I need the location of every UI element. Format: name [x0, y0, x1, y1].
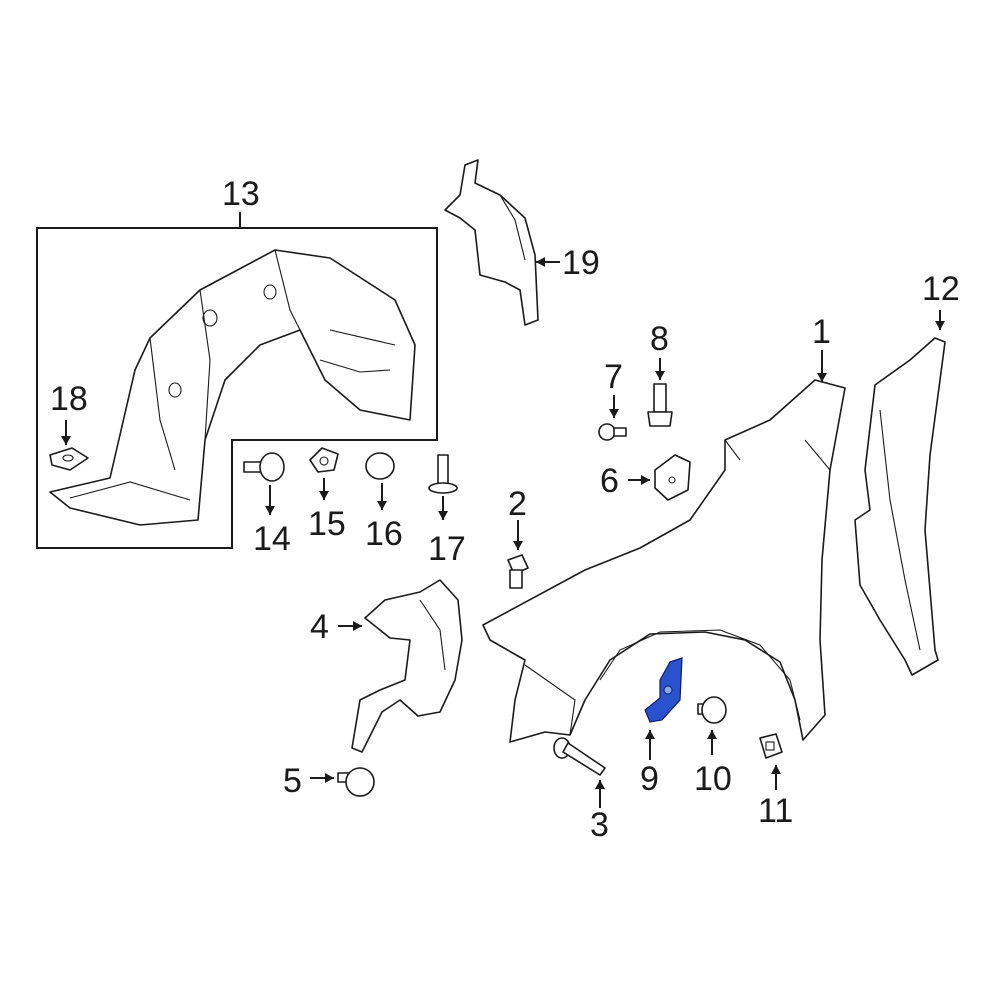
callout-label-12: 12 [922, 270, 960, 308]
callout-label-4: 4 [310, 608, 329, 646]
arrowhead [513, 541, 523, 550]
arrowhead [353, 621, 362, 631]
splash-shield-4[interactable] [351, 579, 463, 753]
callout-label-17: 17 [428, 530, 466, 568]
arrowhead [655, 371, 665, 380]
arrowhead [609, 409, 619, 418]
bolt-5[interactable] [337, 767, 375, 797]
callout-label-2: 2 [508, 485, 527, 523]
arrowhead [265, 506, 275, 515]
fender-seal-19[interactable] [444, 159, 539, 326]
bolt-7[interactable] [598, 423, 627, 441]
callout-label-15: 15 [308, 505, 346, 543]
callout-label-5: 5 [283, 762, 302, 800]
bracket-6[interactable] [654, 454, 691, 501]
arrowhead [645, 730, 655, 739]
clip-nut[interactable] [49, 447, 89, 471]
stud-clip-17[interactable] [428, 454, 458, 494]
arrowhead [61, 436, 71, 445]
callout-label-14: 14 [253, 520, 291, 558]
callout-label-1: 1 [812, 313, 831, 351]
arrowhead [935, 321, 945, 330]
callout-label-18: 18 [50, 380, 88, 418]
arrowhead [771, 765, 781, 774]
arrowhead [438, 511, 448, 520]
arrowhead [707, 730, 717, 739]
arrowhead [641, 475, 650, 485]
plug-16[interactable] [365, 452, 395, 480]
bolt-10[interactable] [697, 696, 727, 724]
callout-label-8: 8 [650, 320, 669, 358]
clip-11[interactable] [759, 733, 783, 759]
front-fender[interactable] [482, 379, 846, 743]
rivet-3[interactable] [553, 737, 606, 776]
arrowheads [61, 257, 945, 789]
callout-label-3: 3 [590, 806, 609, 844]
callout-label-13: 13 [222, 175, 260, 213]
bolt-2[interactable] [507, 554, 529, 589]
push-pin-14[interactable] [243, 452, 285, 482]
grommet-15[interactable] [309, 447, 339, 473]
callout-label-6: 6 [600, 462, 619, 500]
arrowhead [319, 491, 329, 500]
group-13-frame [36, 227, 438, 549]
bolt-8[interactable] [647, 383, 673, 427]
callout-label-7: 7 [604, 358, 623, 396]
fender-liner[interactable] [49, 249, 416, 526]
callout-label-9: 9 [640, 760, 659, 798]
arrowhead [325, 773, 334, 783]
arrowhead [817, 373, 827, 382]
arrowhead [536, 257, 545, 267]
callout-label-19: 19 [562, 244, 600, 282]
bracket-9-highlighted[interactable] [644, 657, 683, 723]
callout-label-16: 16 [365, 515, 403, 553]
arrowhead [595, 780, 605, 789]
fender-side-panel-12[interactable] [854, 337, 946, 676]
arrowhead [377, 501, 387, 510]
callout-label-11: 11 [758, 792, 793, 830]
callout-label-10: 10 [694, 760, 732, 798]
